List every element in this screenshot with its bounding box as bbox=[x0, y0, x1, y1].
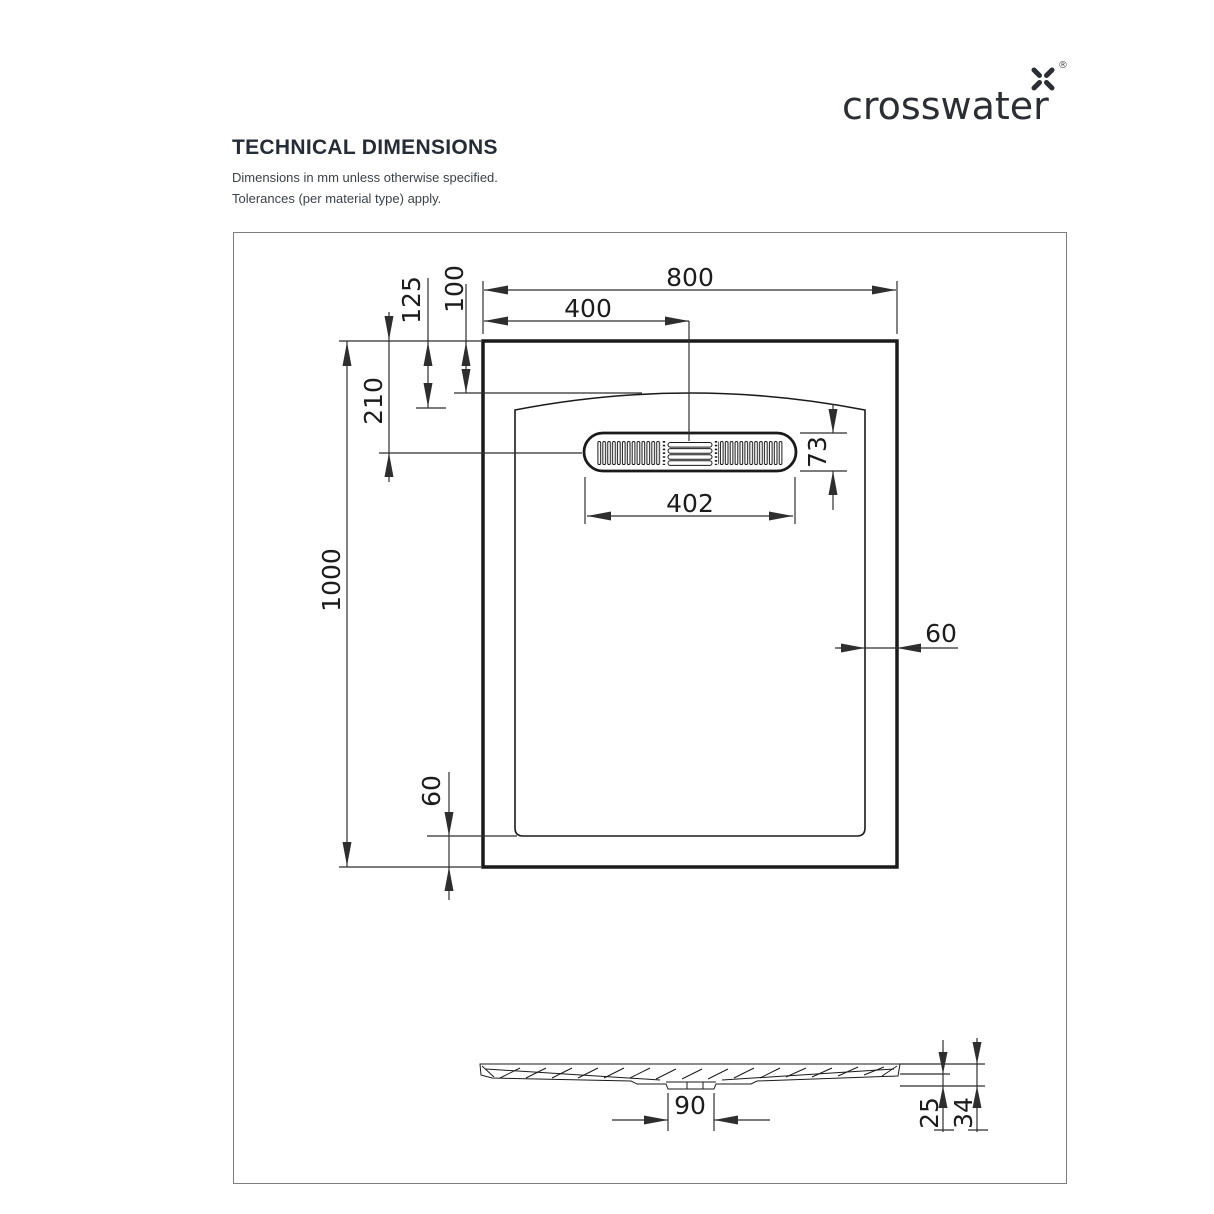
dim-overall-depth: 1000 bbox=[317, 341, 352, 867]
dim-waste-cover-depth: 73 bbox=[800, 404, 847, 510]
plan-view: 800 400 1000 bbox=[317, 263, 958, 900]
dim-drain-center-from-top: 210 bbox=[359, 312, 582, 482]
tray-profile-hatch bbox=[499, 1066, 885, 1080]
dim-tray-height-label: 25 bbox=[915, 1097, 944, 1129]
dim-rim-to-surface-apex: 100 bbox=[440, 265, 642, 394]
waste-cover-slots-left bbox=[597, 441, 661, 465]
dim-overall-depth-label: 1000 bbox=[317, 548, 346, 612]
registered-mark: ® bbox=[1058, 60, 1068, 71]
dim-waste-cover-width: 402 bbox=[584, 477, 796, 524]
dim-overall-height: 34 bbox=[949, 1038, 988, 1132]
tray-outline bbox=[481, 339, 899, 869]
dim-rim-to-surface-apex-label: 100 bbox=[440, 265, 469, 313]
dim-waste-outlet-width-label: 90 bbox=[674, 1091, 706, 1120]
dim-drain-center-from-top-label: 210 bbox=[359, 377, 388, 425]
note-units: Dimensions in mm unless otherwise specif… bbox=[232, 170, 498, 185]
waste-cover-outline bbox=[582, 431, 798, 473]
dim-waste-outlet-width: 90 bbox=[612, 1091, 770, 1131]
dim-bottom-inset: 60 bbox=[417, 772, 517, 900]
section-view: 90 25 34 bbox=[479, 1038, 988, 1132]
dim-overall-width: 800 bbox=[484, 263, 896, 295]
tray-profile-outline bbox=[479, 1063, 901, 1090]
logo-x-icon bbox=[1031, 67, 1055, 91]
dim-waste-cover-width-label: 402 bbox=[666, 489, 714, 518]
dim-overall-width-label: 800 bbox=[666, 263, 714, 292]
dim-drain-center-from-left-label: 400 bbox=[564, 294, 612, 323]
drawing-frame bbox=[233, 232, 1067, 1184]
dim-bottom-inset-label: 60 bbox=[417, 775, 446, 807]
brand-logo: crosswater bbox=[842, 84, 1049, 128]
waste-cover bbox=[582, 431, 798, 473]
dim-drain-center-from-left: 400 bbox=[484, 294, 690, 441]
waste-cover-slots-right bbox=[718, 441, 783, 465]
extension-lines bbox=[339, 281, 898, 868]
dim-waste-cover-depth-label: 73 bbox=[803, 436, 832, 468]
note-tolerances: Tolerances (per material type) apply. bbox=[232, 191, 442, 206]
dim-rim-to-surface-edge-label: 125 bbox=[397, 276, 426, 324]
tray-inner-surface bbox=[514, 392, 866, 837]
dim-side-inset-label: 60 bbox=[925, 619, 957, 648]
dim-side-inset: 60 bbox=[835, 619, 958, 653]
dim-tray-height: 25 bbox=[915, 1040, 954, 1132]
tray-profile-details bbox=[481, 1065, 898, 1089]
dim-overall-height-label: 34 bbox=[949, 1097, 978, 1129]
dim-rim-to-surface-edge: 125 bbox=[397, 276, 446, 409]
page-title: TECHNICAL DIMENSIONS bbox=[232, 136, 498, 159]
waste-cover-center-bars bbox=[667, 442, 713, 466]
